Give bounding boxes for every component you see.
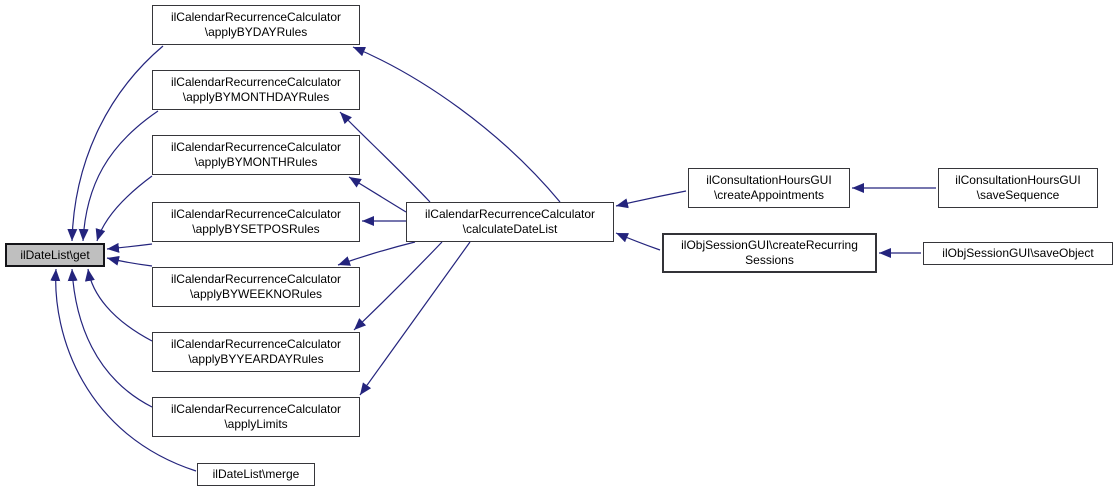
node-label-line2: \saveSequence — [976, 188, 1060, 202]
edge-calculateDateList-to-applyBYWEEKNORules — [337, 241, 416, 266]
node-label-line2: \applyLimits — [224, 417, 288, 431]
edge-merge-to-get — [50, 268, 197, 472]
edge-calculateDateList-to-applyBYDAYRules — [352, 46, 561, 203]
node-applylimits[interactable]: ilCalendarRecurrenceCalculator \applyLim… — [152, 397, 360, 437]
node-ildatelist-merge[interactable]: ilDateList\merge — [197, 463, 315, 486]
node-applybysetposrules[interactable]: ilCalendarRecurrenceCalculator \applyBYS… — [152, 202, 360, 242]
node-label-line1: ilCalendarRecurrenceCalculator — [170, 272, 342, 286]
node-applybymonthrules[interactable]: ilCalendarRecurrenceCalculator \applyBYM… — [152, 135, 360, 175]
node-applybymonthdayrules[interactable]: ilCalendarRecurrenceCalculator \applyBYM… — [152, 70, 360, 110]
node-saveobject[interactable]: ilObjSessionGUI\saveObject — [923, 242, 1113, 265]
node-label-line2: \calculateDateList — [462, 222, 558, 236]
edge-applyBYSETPOSRules-to-get — [106, 242, 153, 253]
edge-calculateDateList-to-applyBYMONTHDAYRules — [339, 111, 431, 203]
node-applybyyeardayrules[interactable]: ilCalendarRecurrenceCalculator \applyBYY… — [152, 332, 360, 372]
node-label-line1: ilCalendarRecurrenceCalculator — [170, 75, 342, 89]
node-label-line1: ilConsultationHoursGUI — [955, 173, 1081, 187]
node-label-line1: ilCalendarRecurrenceCalculator — [424, 207, 596, 221]
node-label-line1: ilCalendarRecurrenceCalculator — [170, 337, 342, 351]
edge-applyBYWEEKNORules-to-get — [106, 255, 153, 267]
edge-applyBYDAYRules-to-get — [67, 45, 164, 242]
node-applybydayrules[interactable]: ilCalendarRecurrenceCalculator \applyBYD… — [152, 5, 360, 45]
node-label-line2: \applyBYMONTHDAYRules — [182, 90, 330, 104]
node-label-line1: ilCalendarRecurrenceCalculator — [170, 10, 342, 24]
node-label-line1: ilCalendarRecurrenceCalculator — [170, 402, 342, 416]
node-label-line2: \applyBYSETPOSRules — [192, 222, 320, 236]
edge-calculateDateList-to-applyLimits — [359, 241, 471, 396]
node-savesequence[interactable]: ilConsultationHoursGUI \saveSequence — [938, 168, 1098, 208]
node-label-line1: ilCalendarRecurrenceCalculator — [170, 207, 342, 221]
node-createappointments[interactable]: ilConsultationHoursGUI \createAppointmen… — [688, 168, 850, 208]
node-createrecurringsessions[interactable]: ilObjSessionGUI\createRecurring Sessions — [662, 233, 877, 273]
edge-applyBYYEARDAYRules-to-get — [84, 268, 153, 342]
edge-calculateDateList-to-applyBYMONTHRules — [348, 176, 407, 213]
edge-applyBYMONTHRules-to-get — [95, 175, 153, 242]
edge-applyLimits-to-get — [67, 268, 153, 408]
node-label: ilObjSessionGUI\saveObject — [942, 246, 1094, 260]
node-applybyweeknorules[interactable]: ilCalendarRecurrenceCalculator \applyBYW… — [152, 267, 360, 307]
node-label: ilDateList\get — [20, 247, 90, 262]
node-label: ilDateList\merge — [212, 467, 300, 481]
node-label-line2: \applyBYMONTHRules — [194, 155, 318, 169]
node-calculatedatelist[interactable]: ilCalendarRecurrenceCalculator \calculat… — [406, 202, 614, 242]
node-label-line2: Sessions — [745, 253, 794, 267]
node-label-line2: \applyBYYEARDAYRules — [188, 352, 324, 366]
edge-applyBYMONTHDAYRules-to-get — [78, 110, 159, 242]
node-label-line2: \applyBYWEEKNORules — [189, 287, 323, 301]
node-ildatelist-get[interactable]: ilDateList\get — [5, 243, 105, 267]
node-label-line1: ilObjSessionGUI\createRecurring — [681, 238, 858, 252]
node-label-line2: \createAppointments — [713, 188, 825, 202]
node-label-line1: ilCalendarRecurrenceCalculator — [170, 140, 342, 154]
edge-calculateDateList-to-applyBYYEARDAYRules — [353, 241, 443, 331]
node-label-line2: \applyBYDAYRules — [204, 25, 308, 39]
node-label-line1: ilConsultationHoursGUI — [706, 173, 832, 187]
edge-createRecurringSessions-to-calculateDateList — [615, 232, 661, 251]
edge-createAppointments-to-calculateDateList — [615, 190, 687, 209]
